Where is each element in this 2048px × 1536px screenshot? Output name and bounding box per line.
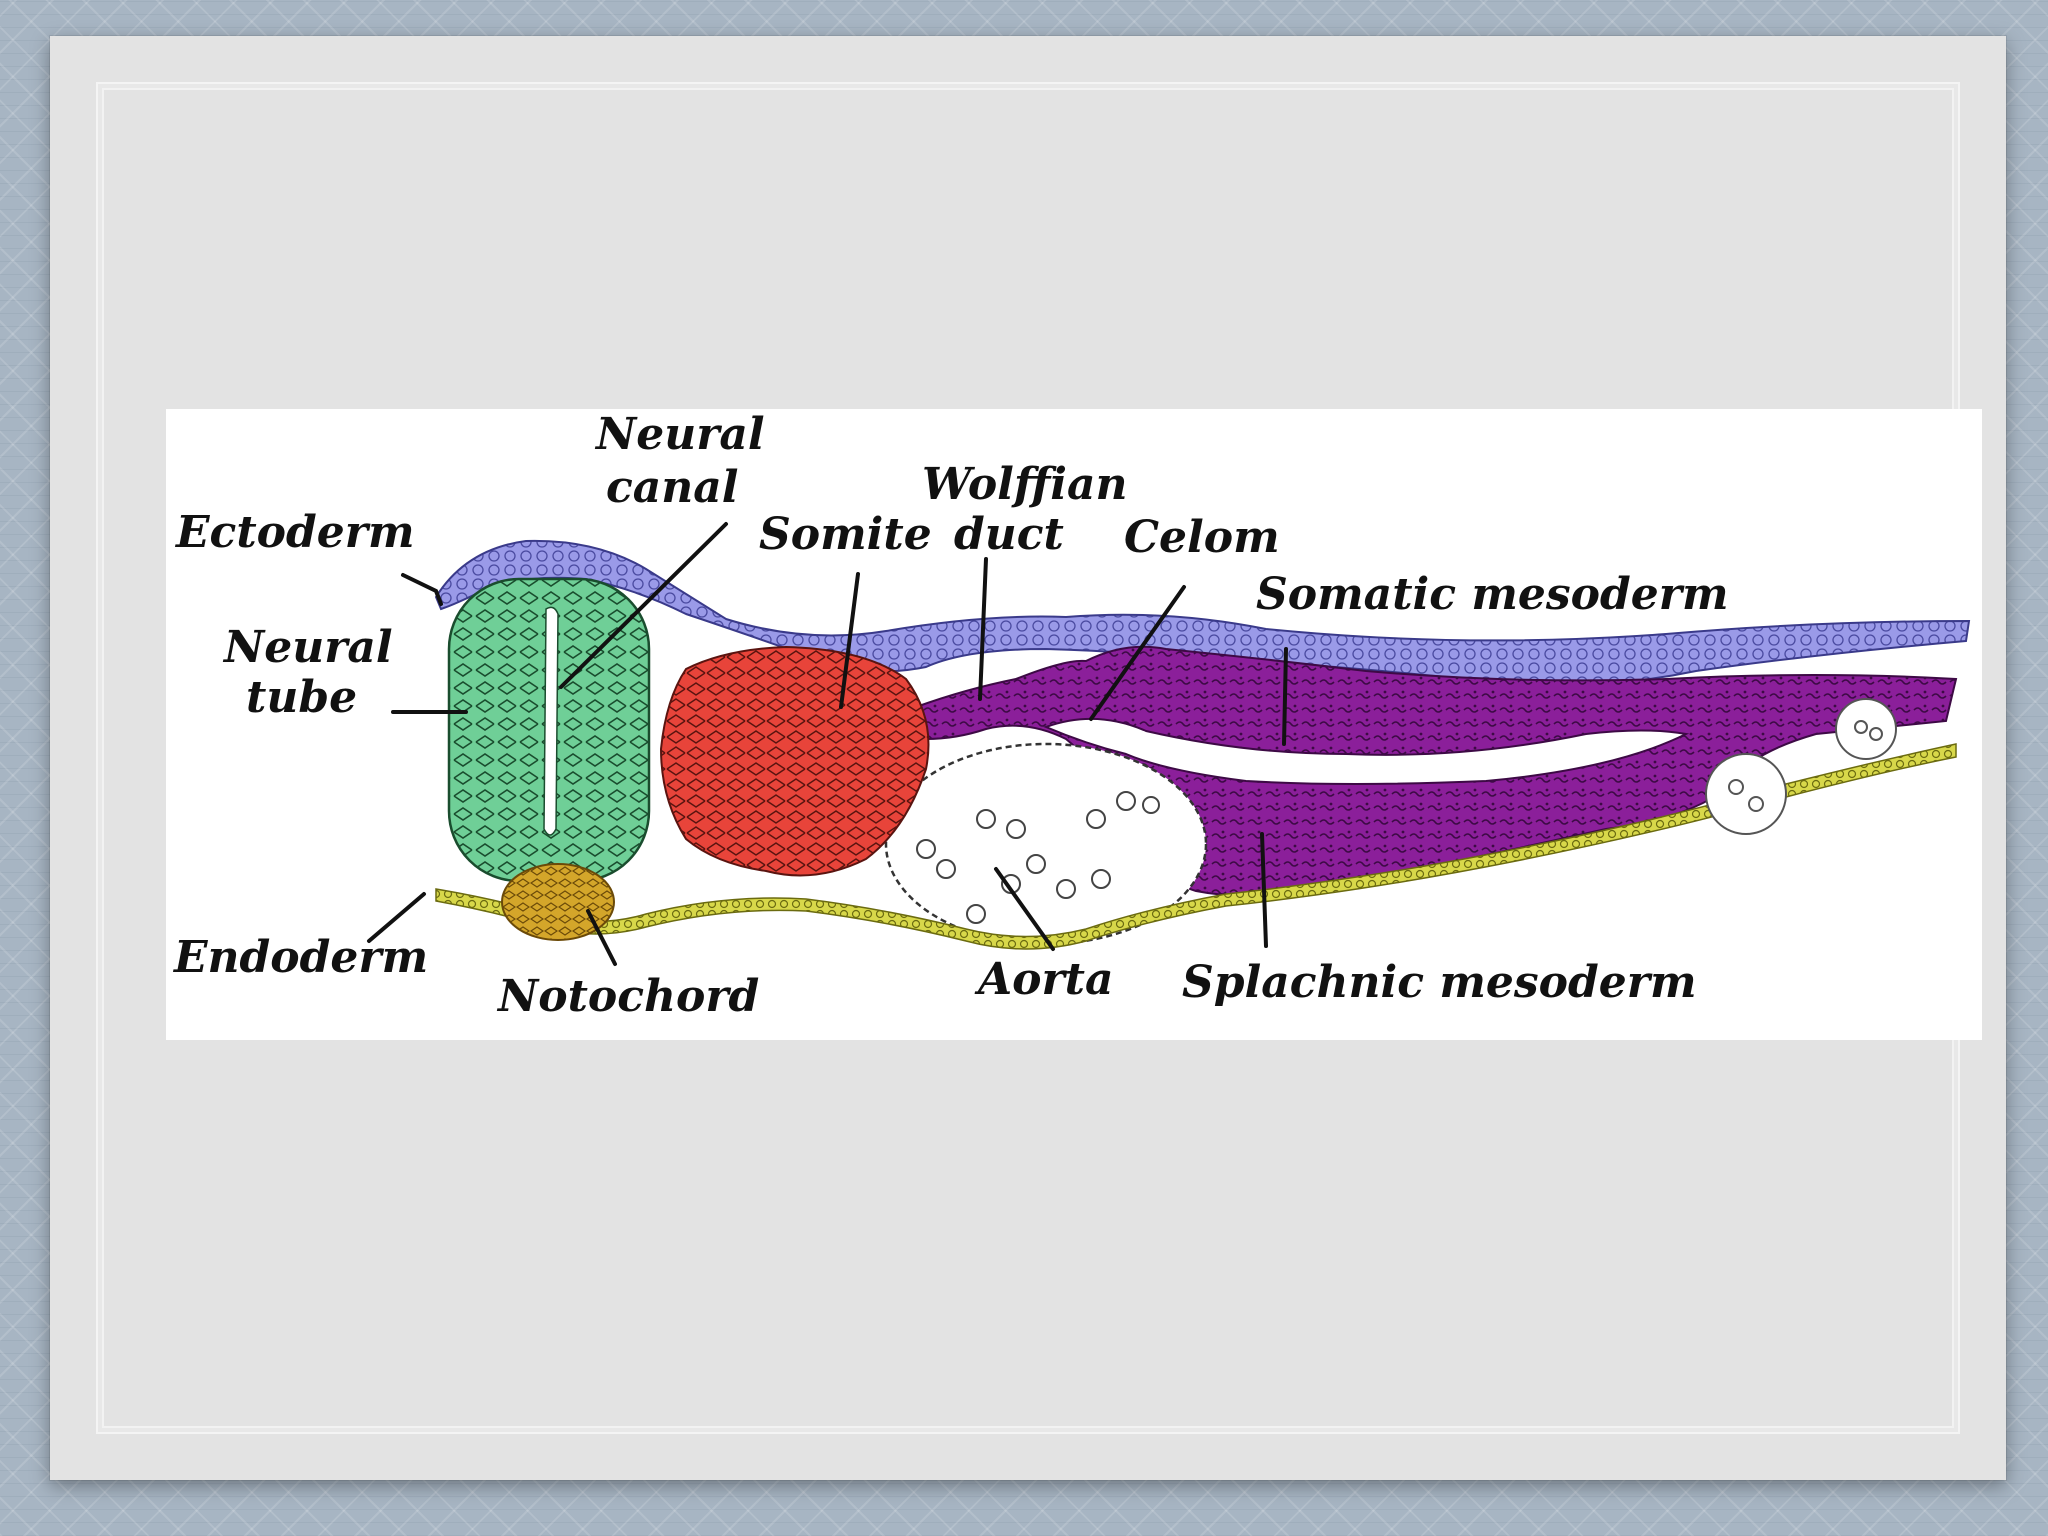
label-neural-canal-line1: Neural [594, 409, 765, 460]
label-splachnic-mesoderm: Splachnic mesoderm [1182, 957, 1697, 1008]
somite-shape [659, 645, 930, 877]
notochord-shape [501, 863, 615, 941]
embryo-cross-section-diagram: Neural canal Wolffian duct Ectoderm Somi… [166, 409, 1982, 1040]
label-wolffian-line1: Wolffian [922, 459, 1128, 510]
slide: Neural canal Wolffian duct Ectoderm Somi… [50, 36, 2006, 1480]
aorta-shape [884, 742, 1208, 946]
label-neural-tube-line1: Neural [222, 622, 393, 673]
label-neural-tube-line2: tube [246, 672, 357, 723]
celom-cavity [1043, 717, 1690, 785]
label-somatic-mesoderm: Somatic mesoderm [1256, 569, 1729, 620]
label-neural-canal-line2: canal [606, 462, 739, 513]
label-ectoderm: Ectoderm [174, 507, 415, 558]
label-wolffian-line2: duct [954, 509, 1064, 560]
blood-cells [916, 791, 1160, 924]
label-endoderm: Endoderm [172, 932, 428, 983]
neural-canal-slit [543, 606, 559, 836]
label-aorta: Aorta [974, 954, 1114, 1005]
label-celom: Celom [1124, 512, 1280, 563]
leader-lines [367, 522, 1288, 966]
label-notochord: Notochord [496, 971, 759, 1022]
diagram-svg: Neural canal Wolffian duct Ectoderm Somi… [172, 409, 1971, 1022]
label-somite: Somite [759, 509, 932, 560]
vessel-1 [1705, 753, 1787, 835]
